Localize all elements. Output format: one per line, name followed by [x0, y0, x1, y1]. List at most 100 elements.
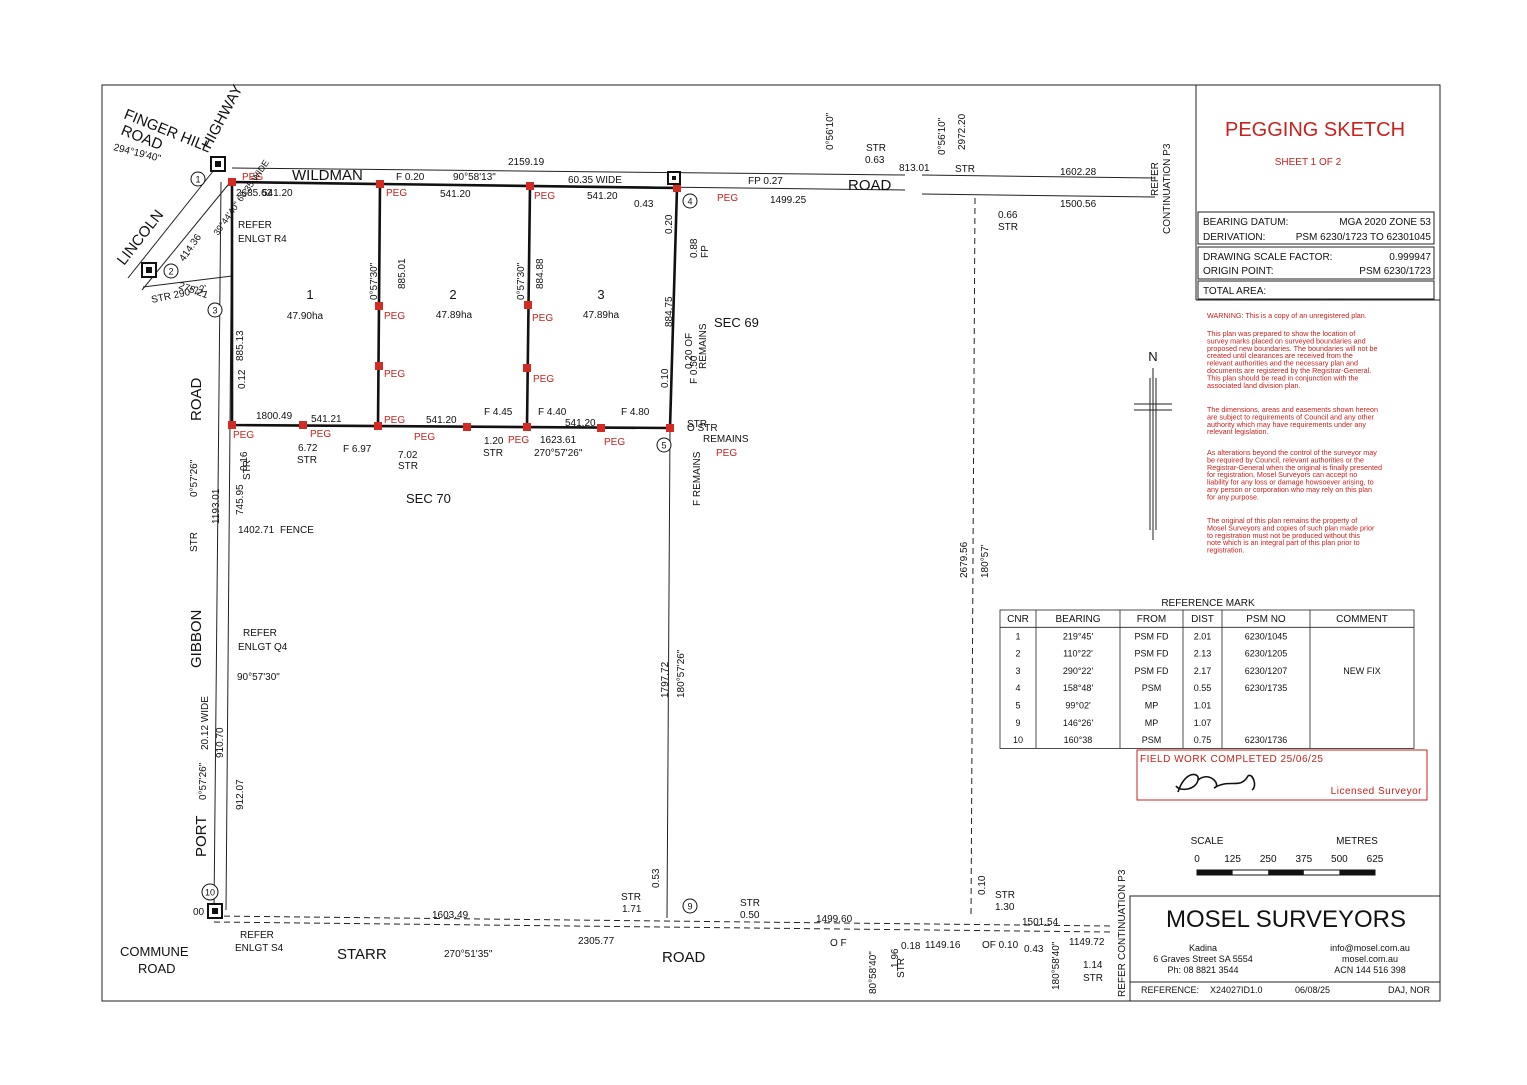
remains-label: F REMAINS: [692, 451, 703, 506]
str-label: STR: [483, 448, 503, 459]
table-cell: 6230/1205: [1245, 649, 1288, 659]
reference-value: X24027ID1.0: [1210, 985, 1263, 995]
road-name-starr-road: ROAD: [662, 949, 706, 966]
dimension-label: 884.88: [535, 258, 546, 289]
east-dashed-line: [970, 197, 976, 919]
peg-label: PEG: [533, 374, 554, 385]
note-line: proposed new boundaries. The boundaries …: [1207, 344, 1378, 353]
lot-number: 2: [449, 287, 456, 302]
str-label: STR: [866, 143, 886, 154]
road-name-gibbon-road: ROAD: [188, 377, 205, 421]
corner-number: 1: [195, 175, 200, 185]
licensed-surveyor: Licensed Surveyor: [1331, 786, 1422, 797]
peg-marker: [376, 180, 384, 188]
dimension-label: 0.63: [865, 155, 885, 166]
fieldwork-box: [1136, 749, 1428, 801]
note-line: any person or corporation who may rely o…: [1207, 485, 1372, 494]
remains-label: 0.20 OF: [684, 333, 695, 369]
lincoln-spur-line: [142, 275, 233, 288]
dimension-label: 414.36: [177, 232, 204, 264]
note-line: This plan was prepared to show the locat…: [1207, 329, 1355, 338]
str-label: STR: [1083, 973, 1103, 984]
corner-markers: [141, 156, 681, 919]
dimension-label: 0.43: [634, 199, 654, 210]
note-line: This plan should be read in conjunction …: [1207, 373, 1358, 382]
road-name-commune: COMMUNE: [120, 944, 189, 959]
table-cell: 6230/1736: [1245, 735, 1288, 745]
peg-label: PEG: [716, 448, 737, 459]
note-line: associated land division plan.: [1207, 381, 1301, 390]
table-cell: MP: [1145, 701, 1159, 711]
table-cell: 3: [1015, 666, 1020, 676]
sheet-border: [101, 84, 1441, 1002]
origin-value: PSM 6230/1723: [1359, 266, 1431, 277]
section-label-70: SEC 70: [406, 491, 451, 506]
note-line: created until clearances are received fr…: [1207, 351, 1353, 360]
dimension-label: 2305.77: [578, 936, 615, 947]
table-cell: 0.75: [1194, 735, 1212, 745]
note-line: The dimensions, areas and easements show…: [1207, 405, 1378, 414]
peg-marker: [375, 302, 383, 310]
refer-label: ENLGT Q4: [238, 642, 288, 653]
sec-70-east-line: [666, 427, 671, 919]
lot-area: 47.89ha: [436, 310, 473, 321]
table-cell: 2.13: [1194, 649, 1212, 659]
dimension-label: 1149.72: [1069, 937, 1105, 948]
origin-label: ORIGIN POINT:: [1203, 266, 1274, 277]
dimension-label: 1.96: [890, 948, 901, 968]
dimension-label: 1.71: [622, 904, 642, 915]
fp-label: FP: [700, 245, 711, 258]
scale-tick-label: 625: [1367, 854, 1384, 865]
dimension-label: 80°58'40": [868, 951, 879, 994]
table-cell: NEW FIX: [1343, 666, 1381, 676]
dimension-label: 7.02: [398, 450, 418, 461]
peg-marker: [228, 178, 236, 186]
dimension-label: 0.53: [651, 868, 662, 888]
lot-number: 3: [597, 287, 604, 302]
road-name-highway: HIGHWAY: [199, 82, 247, 152]
refer-label: CONTINUATION P3: [1117, 869, 1128, 960]
refer-label: REFER: [1150, 162, 1161, 196]
scale-units: METRES: [1336, 836, 1378, 847]
dimension-label: 541.20: [440, 189, 471, 200]
dimension-label: 0.16: [239, 451, 250, 471]
refer-label: REFER: [243, 628, 277, 639]
peg-marker: [375, 362, 383, 370]
dimension-label: 541.20: [262, 188, 293, 199]
dimension-label: F 0.20: [396, 172, 425, 183]
table-header-cell: FROM: [1137, 614, 1166, 625]
datum-value: MGA 2020 ZONE 53: [1339, 217, 1431, 228]
reference-mark-title: REFERENCE MARK: [1161, 598, 1255, 609]
table-cell: 0.55: [1194, 683, 1212, 693]
dimension-label: 541.20: [587, 191, 618, 202]
peg-marker: [524, 301, 532, 309]
table-cell: 2.17: [1194, 666, 1212, 676]
dimension-label: 541.20: [426, 415, 457, 426]
peg-marker: [526, 182, 534, 190]
offset-label: OF 0.10: [982, 940, 1019, 951]
north-arrow-icon: N: [1134, 349, 1172, 540]
corner-number: 10: [205, 888, 215, 898]
note-line: survey marks placed on surveyed boundari…: [1207, 336, 1366, 345]
warning-note: WARNING: This is a copy of an unregister…: [1207, 311, 1367, 320]
dimension-label: 180°57'26": [676, 649, 687, 698]
refer-label: ENLGT R4: [238, 234, 287, 245]
dimension-label: F 6.97: [343, 444, 372, 455]
table-cell: PSM FD: [1134, 649, 1169, 659]
dimension-label: 0.10: [660, 368, 671, 388]
company-web: mosel.com.au: [1342, 954, 1398, 964]
table-cell: 6230/1045: [1245, 631, 1288, 641]
dimension-label: 180°57': [980, 544, 991, 578]
refer-label: REFER: [1117, 963, 1128, 997]
dimension-label: 1800.49: [256, 411, 293, 422]
dimension-label: 2972.20: [957, 113, 968, 150]
dimension-label: 2685.62: [236, 188, 273, 199]
table-cell: 2.01: [1194, 631, 1212, 641]
table-frame: [999, 609, 1415, 749]
scale-bar-segment: [1197, 870, 1233, 875]
corner-number: 4: [687, 197, 692, 207]
plan-initials: DAJ, NOR: [1388, 985, 1431, 995]
derivation-label: DERIVATION:: [1203, 232, 1265, 243]
